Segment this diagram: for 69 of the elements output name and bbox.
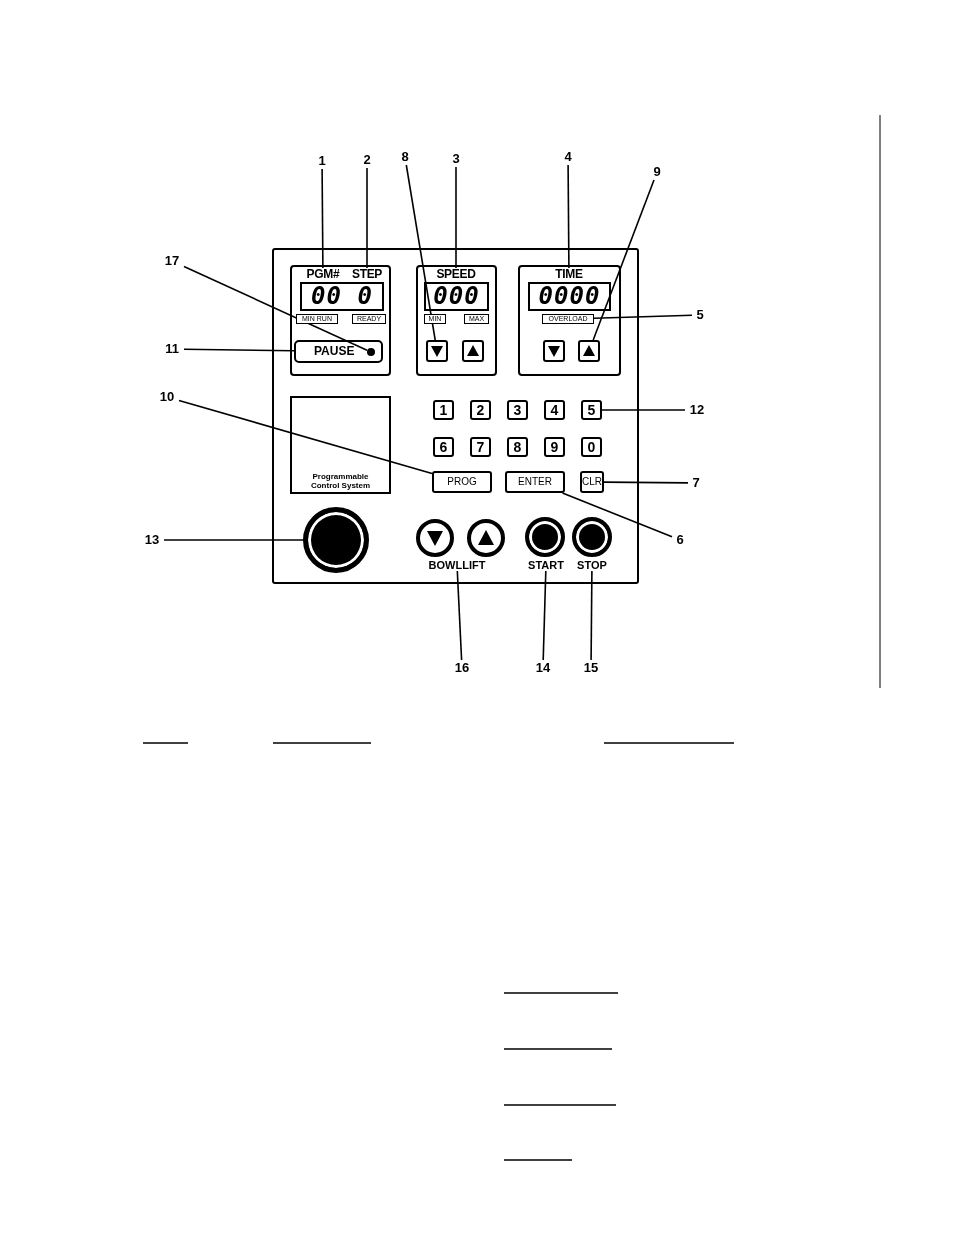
leader-line (592, 179, 655, 341)
leader-line (590, 570, 593, 661)
push-button (525, 517, 565, 557)
keypad-key: 6 (433, 437, 454, 457)
button-label: BOWLLIFT (427, 559, 487, 571)
callout-number: 7 (688, 475, 704, 491)
leader-line (561, 492, 673, 538)
callout-number: 6 (672, 532, 688, 548)
keypad-key: 0 (581, 437, 602, 457)
keypad-key: 2 (470, 400, 491, 420)
leader-line (542, 570, 547, 661)
keypad-key: 8 (507, 437, 528, 457)
button-label: START (524, 559, 568, 571)
keypad-key: CLR (580, 471, 604, 493)
keypad-key: 9 (544, 437, 565, 457)
panel-label: STEP (349, 268, 385, 281)
pause-button: PAUSE (294, 340, 383, 363)
callout-number: 3 (448, 151, 464, 167)
leader-line (455, 166, 457, 269)
keypad-key: ENTER (505, 471, 565, 493)
callout-number: 11 (160, 341, 184, 357)
callout-number: 10 (155, 389, 179, 405)
callout-number: 4 (560, 149, 576, 165)
callout-number: 16 (450, 660, 474, 676)
button-label: STOP (572, 559, 612, 571)
leader-line (163, 539, 304, 541)
display-panel (518, 265, 621, 376)
callout-number: 12 (685, 402, 709, 418)
control-panel (272, 248, 639, 584)
leader-line (601, 409, 686, 411)
callout-number: 13 (140, 532, 164, 548)
keypad-key: 1 (433, 400, 454, 420)
keypad-key: 7 (470, 437, 491, 457)
up-arrow-button (462, 340, 484, 362)
leader-line (603, 481, 689, 484)
keypad-key: 5 (581, 400, 602, 420)
up-arrow-button (578, 340, 600, 362)
keypad-key: 4 (544, 400, 565, 420)
nameplate: Programmable Control System (290, 396, 391, 494)
display-panel (290, 265, 391, 376)
keypad-key: PROG (432, 471, 492, 493)
callout-number: 2 (359, 152, 375, 168)
callout-number: 9 (649, 164, 665, 180)
callout-number: 15 (579, 660, 603, 676)
leader-line (178, 399, 433, 475)
leader-line (366, 167, 368, 269)
callout-number: 8 (397, 149, 413, 165)
panel-label: SPEED (432, 268, 480, 281)
leader-line (321, 168, 324, 269)
push-button (572, 517, 612, 557)
digital-display: 0000 (528, 282, 611, 311)
display-panel (416, 265, 497, 376)
callout-number: 5 (692, 307, 708, 323)
down-arrow-button (543, 340, 565, 362)
down-arrow-button (426, 340, 448, 362)
panel-label: TIME (550, 268, 588, 281)
callout-number: 17 (160, 253, 184, 269)
panel-label: PGM# (302, 268, 344, 281)
keypad-key: 3 (507, 400, 528, 420)
digital-display: 000 (424, 282, 489, 311)
up-arrow-button (467, 519, 505, 557)
leader-line (593, 314, 693, 319)
leader-line (183, 348, 295, 352)
indicator-light (367, 348, 375, 356)
leader-line (567, 164, 570, 269)
callout-number: 1 (314, 153, 330, 169)
down-arrow-button (416, 519, 454, 557)
callout-number: 14 (531, 660, 555, 676)
digital-display: 00 0 (300, 282, 384, 311)
